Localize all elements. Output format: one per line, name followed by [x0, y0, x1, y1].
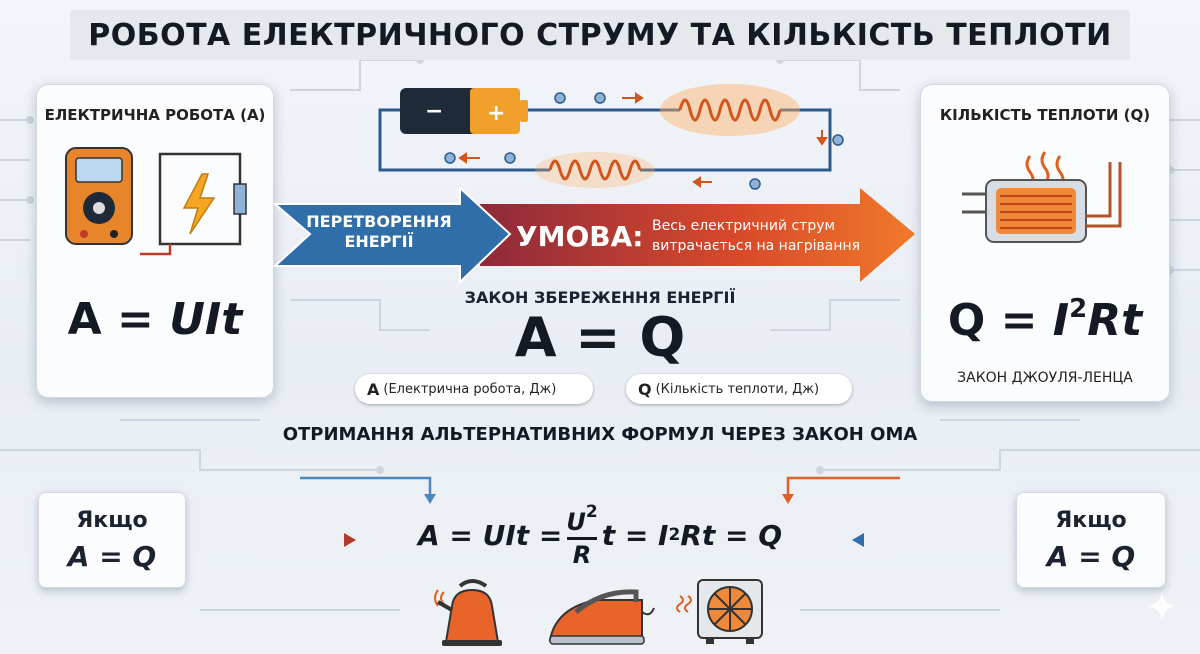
fraction-u2-r: U2 R	[566, 502, 597, 569]
energy-conversion-ribbon	[272, 186, 915, 285]
heat-quantity-title: КІЛЬКІСТЬ ТЕПЛОТИ (Q)	[939, 106, 1151, 124]
battery-plus: +	[487, 101, 505, 126]
chain-part2: t = I	[601, 518, 669, 552]
energy-conversion-line1: ПЕРЕТВОРЕННЯ	[306, 212, 452, 231]
circuit-diagram: − +	[378, 84, 844, 190]
heater-element-icon	[962, 151, 1122, 243]
circuit-lightning-icon	[140, 152, 247, 256]
battery-minus: −	[425, 99, 443, 124]
pill-a-letter: A	[367, 379, 380, 399]
fraction-bar	[567, 536, 598, 540]
energy-conservation-heading: ЗАКОН ЗБЕРЕЖЕННЯ ЕНЕРГІЇ	[464, 288, 736, 307]
title-band: РОБОТА ЕЛЕКТРИЧНОГО СТРУМУ ТА КІЛЬКІСТЬ …	[70, 10, 1130, 60]
if-card-right: Якщо A = Q	[1016, 492, 1166, 588]
energy-conservation-formula: A = Q	[514, 306, 686, 369]
heat-quantity-card: КІЛЬКІСТЬ ТЕПЛОТИ (Q) Q = I2Rt ЗАКОН ДЖО…	[920, 84, 1170, 402]
energy-conversion-label: ПЕРЕТВОРЕННЯ ЕНЕРГІЇ	[304, 212, 454, 252]
condition-line2: витрачається на нагрівання	[652, 238, 861, 254]
kettle-icon	[434, 579, 502, 646]
sparkle-icon	[1148, 592, 1176, 620]
pill-q-letter: Q	[638, 379, 652, 399]
fraction-numerator: U	[566, 507, 586, 536]
chain-part1: A = UIt =	[418, 518, 563, 552]
chain-part3: Rt = Q	[680, 518, 783, 552]
battery-icon: − +	[400, 88, 528, 134]
fraction-num-exp: 2	[585, 501, 598, 522]
fan-heater-icon	[676, 579, 763, 644]
q-formula-exp: 2	[1069, 294, 1088, 324]
joule-lenz-law: ЗАКОН ДЖОУЛЯ-ЛЕНЦА	[957, 370, 1133, 386]
if-card-left: Якщо A = Q	[38, 492, 186, 588]
electric-work-card: ЕЛЕКТРИЧНА РОБОТА (А) A = UIt	[36, 84, 274, 398]
lightning-icon	[182, 173, 216, 235]
pill-a-text: (Електрична робота, Дж)	[383, 381, 557, 397]
heating-coil-icon	[660, 84, 800, 136]
if-left-line1: Якщо	[76, 508, 148, 533]
alternative-formulas-heading: ОТРИМАННЯ АЛЬТЕРНАТИВНИХ ФОРМУЛ ЧЕРЕЗ ЗА…	[282, 424, 918, 445]
electric-work-title: ЕЛЕКТРИЧНА РОБОТА (А)	[44, 106, 266, 124]
fraction-denominator: R	[572, 540, 592, 569]
if-right-line1: Якщо	[1055, 508, 1127, 533]
pill-heat-quantity: Q(Кількість теплоти, Дж)	[626, 374, 852, 404]
condition-text: Весь електричний струм витрачається на н…	[652, 216, 860, 256]
chain-exp2: 2	[668, 525, 681, 545]
energy-conversion-arrow	[272, 186, 512, 285]
pill-electric-work: A(Електрична робота, Дж)	[355, 374, 593, 404]
if-left-line2: A = Q	[67, 540, 157, 573]
if-right-line2: A = Q	[1046, 540, 1136, 573]
condition-label: УМОВА:	[516, 220, 644, 253]
q-formula-prefix: Q =	[947, 295, 1053, 346]
heat-quantity-formula: Q = I2Rt	[920, 294, 1170, 346]
formula-prefix: A =	[67, 294, 170, 345]
condition-line1: Весь електричний струм	[652, 218, 836, 234]
q-formula-rest: Rt	[1087, 295, 1143, 346]
q-formula-i: I	[1052, 295, 1070, 346]
formula-vars: UIt	[169, 294, 243, 345]
energy-conversion-line2: ЕНЕРГІЇ	[344, 232, 414, 251]
pill-q-text: (Кількість теплоти, Дж)	[655, 381, 820, 397]
heating-coil-2-icon	[535, 152, 655, 188]
page-title: РОБОТА ЕЛЕКТРИЧНОГО СТРУМУ ТА КІЛЬКІСТЬ …	[88, 17, 1112, 53]
condition-arrow	[480, 188, 915, 282]
multimeter-icon	[65, 147, 133, 245]
electric-work-formula: A = UIt	[36, 294, 274, 345]
iron-icon	[548, 589, 655, 645]
